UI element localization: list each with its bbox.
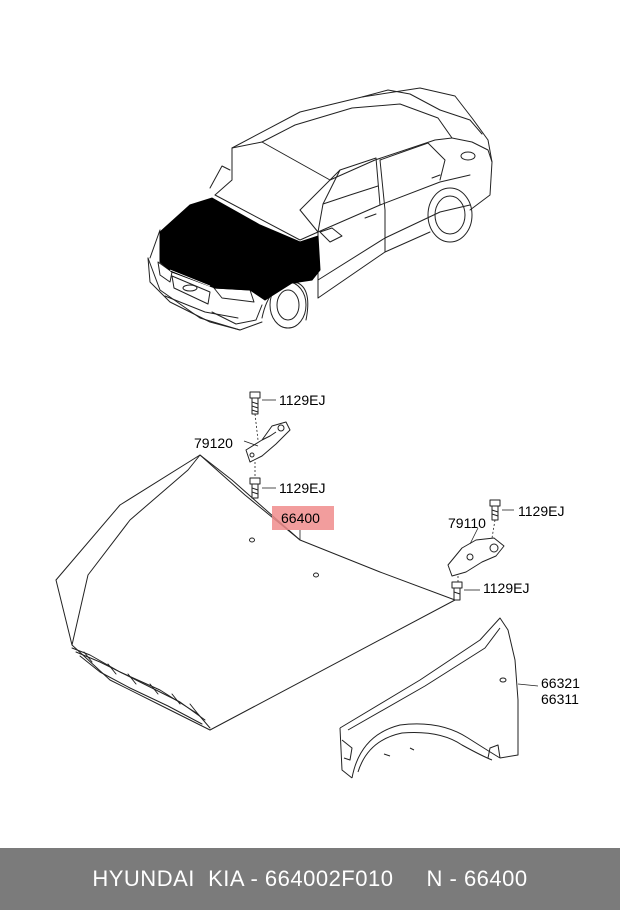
car-hood-highlight xyxy=(159,197,321,301)
label-fender-a: 66321 xyxy=(541,675,580,691)
left-hinge-assembly xyxy=(243,391,291,499)
car-illustration xyxy=(147,87,493,331)
label-bolt-top-right: 1129EJ xyxy=(518,503,565,519)
label-fender-b: 66311 xyxy=(541,691,579,707)
label-bolt-mid-left: 1129EJ xyxy=(279,480,326,496)
parts-diagram xyxy=(55,87,539,779)
right-hinge-assembly xyxy=(447,499,514,601)
label-hinge-right: 79110 xyxy=(448,515,486,531)
label-hinge-left: 79120 xyxy=(194,435,233,451)
hood-panel xyxy=(55,454,456,731)
label-bolt-mid-right: 1129EJ xyxy=(483,580,530,596)
fender-panel xyxy=(339,617,539,779)
footer-text: HYUNDAI KIA - 664002F010 N - 66400 xyxy=(92,866,528,891)
label-hood-part: 66400 xyxy=(281,510,320,526)
part-number-footer: HYUNDAI KIA - 664002F010 N - 66400 xyxy=(0,848,620,910)
label-bolt-top-left: 1129EJ xyxy=(279,392,326,408)
hood-label-highlight xyxy=(272,506,334,530)
